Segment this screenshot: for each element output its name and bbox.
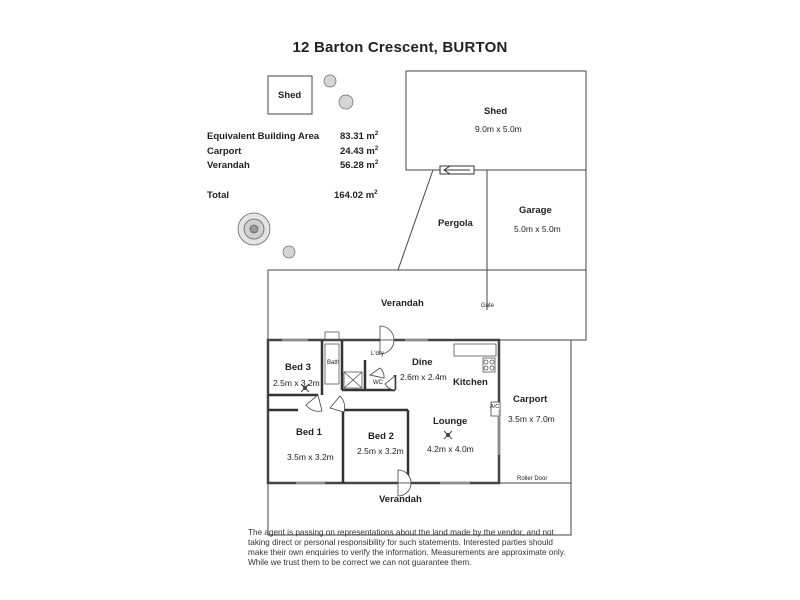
roller-door-label: Roller Door (516, 476, 549, 482)
verandah-top-outline (267, 269, 587, 341)
door-swings (305, 325, 412, 497)
bed1-dim: 3.5m x 3.2m (287, 452, 334, 462)
tree-icon (237, 212, 271, 246)
lounge-dim: 4.2m x 4.0m (427, 444, 474, 454)
pergola-left-edge (397, 169, 434, 271)
area-label-carport: Carport (207, 146, 242, 157)
gate-label: Gate (481, 303, 495, 309)
dine-dim: 2.6m x 2.4m (400, 372, 447, 382)
fan-icon (300, 383, 453, 440)
verandah-bottom-label: Verandah (379, 494, 422, 505)
area-value-building: 83.31 m2 (340, 131, 379, 143)
laundry-label: L'dry (371, 351, 384, 357)
carport-dim: 3.5m x 7.0m (508, 414, 555, 424)
area-label-building: Equivalent Building Area (207, 131, 320, 142)
area-value-total: 164.02 m2 (334, 190, 378, 202)
pergola-label: Pergola (438, 218, 473, 229)
garage-outline (486, 169, 587, 271)
kitchen-label: Kitchen (453, 377, 488, 388)
disclaimer-text: The agent is passing on representations … (248, 528, 566, 567)
verandah-bottom-outline (267, 482, 572, 536)
carport-label: Carport (513, 394, 548, 405)
shed-outline (405, 70, 587, 171)
area-label-verandah: Verandah (207, 160, 250, 171)
garage-label: Garage (519, 205, 552, 216)
bath-label: Bath (327, 360, 340, 366)
bed3-label: Bed 3 (285, 362, 311, 373)
garage-dim: 5.0m x 5.0m (514, 224, 561, 234)
gate-arrow-icon (439, 165, 475, 175)
bed3-dim: 2.5m x 3.2m (273, 378, 320, 388)
page-title: 12 Barton Crescent, BURTON (292, 39, 508, 56)
ac-label: A/C (490, 404, 500, 410)
kitchen-bench (453, 343, 497, 373)
carport-outline (498, 339, 572, 484)
wc-label: WC (373, 380, 383, 386)
lounge-label: Lounge (433, 416, 468, 427)
bed1-label: Bed 1 (296, 427, 322, 438)
ac-unit (490, 401, 501, 417)
dine-label: Dine (412, 357, 433, 368)
small-shed-label: Shed (278, 90, 302, 101)
shrub-icon (282, 74, 354, 259)
verandah-top-label: Verandah (381, 298, 424, 309)
area-value-verandah: 56.28 m2 (340, 160, 379, 172)
bed2-dim: 2.5m x 3.2m (357, 446, 404, 456)
area-label-total: Total (207, 190, 229, 201)
bed2-label: Bed 2 (368, 431, 394, 442)
area-value-carport: 24.43 m2 (340, 146, 379, 158)
small-shed-outline (267, 75, 313, 115)
shed-dim: 9.0m x 5.0m (475, 124, 522, 134)
shed-label: Shed (484, 106, 508, 117)
bath-fixture (324, 331, 363, 389)
